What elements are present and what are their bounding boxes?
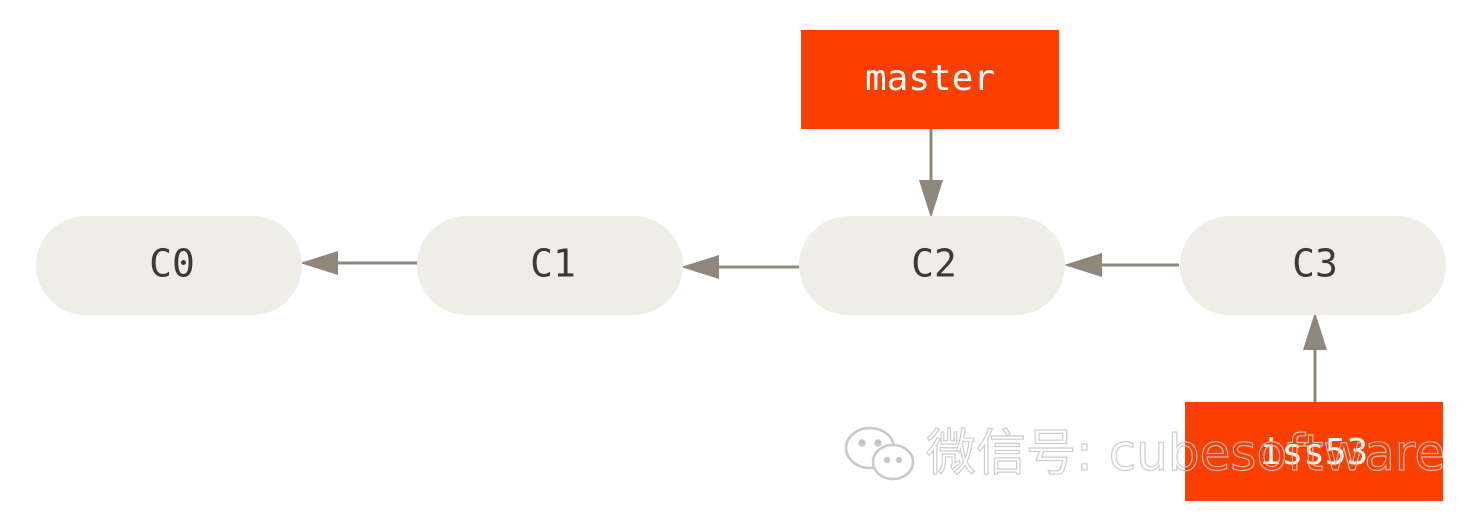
branch-label: master: [865, 58, 995, 99]
commit-label: C2: [911, 242, 957, 286]
parent-link-c2-c1: [681, 255, 816, 279]
branch-label: iss53: [1260, 432, 1368, 473]
master-pointer-arrow: [919, 128, 943, 218]
parent-link-c3-c2: [1064, 253, 1179, 277]
commit-label: C3: [1292, 242, 1338, 286]
parent-link-c1-c0: [300, 251, 435, 275]
branch-master: master: [801, 30, 1059, 129]
wechat-icon: [844, 426, 915, 481]
commit-label: C1: [530, 242, 576, 286]
branch-iss53: iss53: [1185, 402, 1443, 501]
watermark-text: 微信号: cubesoftware: [926, 424, 1445, 482]
iss53-pointer-arrow: [1303, 312, 1327, 402]
commit-c0: C0: [36, 216, 302, 315]
branch-pointers: [919, 128, 1327, 402]
commit-c1: C1: [417, 216, 683, 315]
wechat-watermark: 微信号: cubesoftware: [844, 423, 1446, 483]
commit-c3: C3: [1180, 216, 1446, 315]
commit-label: C0: [149, 242, 195, 286]
commit-c2: C2: [799, 216, 1065, 315]
